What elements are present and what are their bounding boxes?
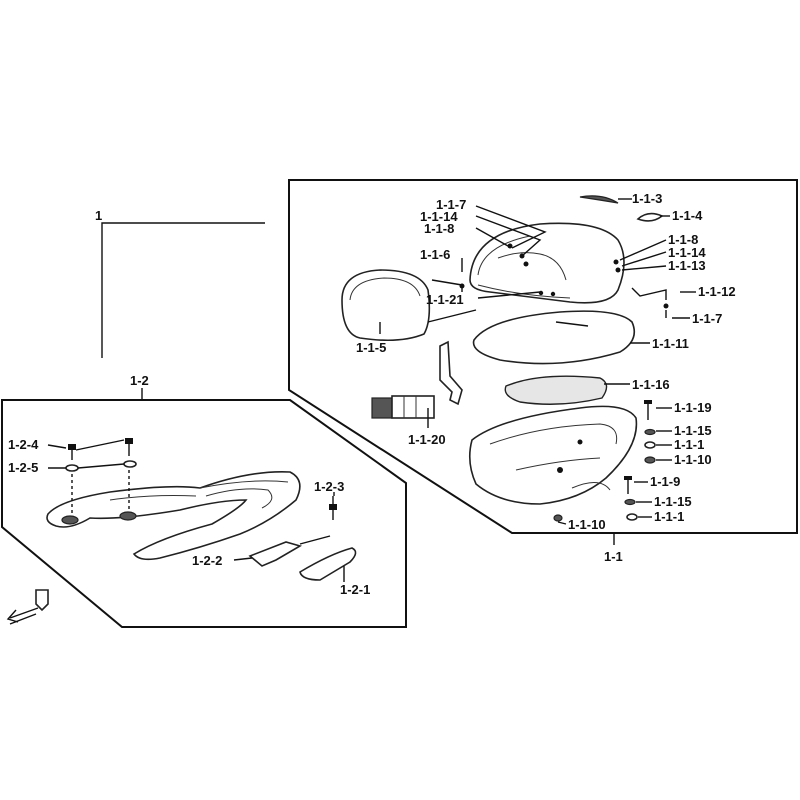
washer-1-2-5-icon [65,464,79,472]
label-1-1-14a: 1-1-14 [420,209,458,224]
label-1-1-10b: 1-1-10 [568,517,606,532]
label-1-1-7b: 1-1-7 [692,311,722,326]
label-1-1-3: 1-1-3 [632,191,662,206]
label-1-1-14b: 1-1-14 [668,245,706,260]
bracket-1-2-2-part [248,541,303,567]
washer-1-1-15-icon [644,428,656,436]
front-direction-arrow-icon [6,589,49,625]
screw-lid-side-icon [613,259,619,265]
label-1-1-16: 1-1-16 [632,377,670,392]
washer-1-1-15b-icon [624,498,636,506]
pin-part [431,279,463,286]
screw-lid-side-2-icon [615,267,621,273]
label-1-1-1a: 1-1-1 [674,437,704,452]
hinge-part [631,287,667,300]
label-rack: 1-2 [130,373,149,388]
nut-1-1-1b-icon [626,513,638,521]
label-1-1-15b: 1-1-15 [654,494,692,509]
emblem-part [579,195,619,204]
bolt-1-2-4-icon [68,444,76,450]
label-1-2-5: 1-2-5 [8,460,38,475]
lock-cap-part [371,397,393,419]
main-assembly-bracket [101,222,265,358]
label-1-1-15a: 1-1-15 [674,423,712,438]
lid-part [469,222,625,304]
screw-1-1-8-icon [507,243,513,249]
pad-part [504,375,608,405]
label-1-2-3: 1-2-3 [314,479,344,494]
top-box-group-frame [288,179,798,534]
label-main: 1 [95,208,102,223]
rear-rack-part [46,471,301,561]
collar-1-1-10-icon [644,456,656,464]
label-1-1-6: 1-1-6 [420,247,450,262]
label-1-1-19: 1-1-19 [674,400,712,415]
label-1-1-4: 1-1-4 [672,208,703,223]
label-box: 1-1 [604,549,623,564]
label-1-2-1: 1-2-1 [340,582,370,597]
nut-1-1-1-icon [644,441,656,449]
rear-rack-group-frame [1,399,407,628]
label-1-1-21: 1-1-21 [426,292,464,307]
cover-1-2-1-part [299,547,357,581]
screw-1-2-3-icon [329,504,337,510]
label-1-1-5: 1-1-5 [356,340,386,355]
label-1-1-12: 1-1-12 [698,284,736,299]
label-1-1-7a: 1-1-7 [436,197,466,212]
bolt-1-2-4b-icon [125,438,133,444]
label-1-1-8b: 1-1-8 [668,232,698,247]
label-1-1-13: 1-1-13 [668,258,706,273]
label-1-1-8a: 1-1-8 [424,221,454,236]
lock-cylinder-part [391,395,435,419]
backrest-part [341,269,431,342]
label-1-2-4: 1-2-4 [8,437,39,452]
latch-bracket-part [439,340,463,406]
base-tray-part [468,405,638,505]
seal-part [472,310,636,365]
label-1-1-10a: 1-1-10 [674,452,712,467]
washer-1-2-5b-icon [123,460,137,468]
label-1-2-2: 1-2-2 [192,553,222,568]
label-1-1-9: 1-1-9 [650,474,680,489]
label-1-1-20: 1-1-20 [408,432,446,447]
lens-part [636,212,664,222]
collar-1-1-10b-icon [553,514,563,522]
screw-lid-icon [523,261,529,267]
label-1-1-11: 1-1-11 [652,336,689,351]
label-1-1-1b: 1-1-1 [654,509,684,524]
